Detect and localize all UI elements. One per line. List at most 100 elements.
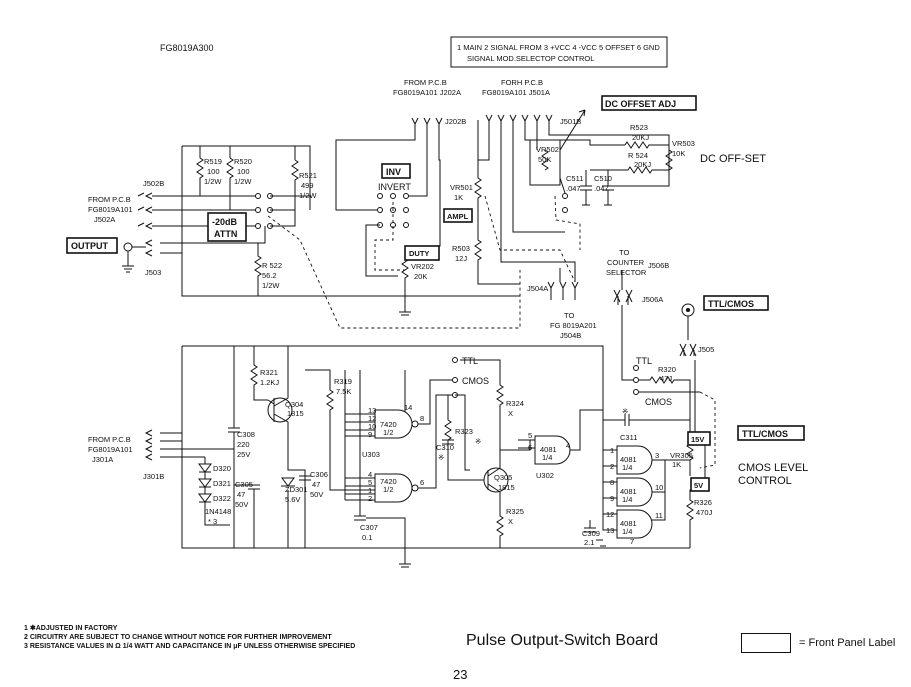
ic4081-b-label: 4081 — [620, 455, 637, 464]
vr305-label: VR305 — [670, 451, 693, 460]
r519-watt: 1/2W — [204, 177, 222, 186]
r324-value: X — [508, 409, 513, 418]
ttl-right-label: TTL — [636, 356, 652, 366]
r325-label: R325 — [506, 507, 524, 516]
connector-j506b: J506B — [648, 261, 669, 270]
ampl-label-text: AMPL — [447, 212, 469, 221]
r520-value: 100 — [237, 167, 250, 176]
zd301-label: ZD301 — [285, 485, 308, 494]
pin-5: 5 — [368, 478, 372, 487]
ampl-panel-label — [443, 208, 473, 223]
front-panel-legend-text: = Front Panel Label — [799, 637, 896, 649]
connector-legend-line1: 1 MAIN 2 SIGNAL FROM 3 +VCC 4 -VCC 5 OFF… — [457, 43, 660, 52]
r323-value: ※ — [475, 437, 481, 446]
ic7420-a-label: 7420 — [380, 420, 397, 429]
connector-legend-line2: SIGNAL MOD.SELECTOP CONTROL — [467, 54, 594, 63]
invert-switch-label: INVERT — [378, 182, 411, 192]
connector-from-pcb-b-2: FG8019A101 J202A — [393, 88, 461, 97]
vr503-label: VR503 — [672, 139, 695, 148]
connector-j202b: J202B — [445, 117, 466, 126]
pin-q-8: 8 — [610, 478, 614, 487]
attn-panel-label — [207, 212, 247, 242]
r319-label: R319 — [334, 377, 352, 386]
c511-value: .047 — [566, 184, 581, 193]
v5-panel-label — [690, 477, 710, 492]
c305-voltage: 50V — [235, 500, 248, 509]
pin-14: 14 — [404, 403, 412, 412]
r503-label: R503 — [452, 244, 470, 253]
c308-voltage: 25V — [237, 450, 250, 459]
attn-label-line2: ATTN — [214, 229, 237, 239]
duty-panel-label — [404, 245, 440, 261]
c305-label: C305 — [235, 480, 253, 489]
u302-label: U302 — [536, 471, 554, 480]
q304-label: Q304 — [285, 400, 303, 409]
ic4081-a-quarter: 1/4 — [542, 453, 552, 462]
lower-pulse-board — [144, 345, 716, 568]
ttl-cmos-top-panel-label — [703, 295, 769, 311]
c510-value: .047 — [594, 184, 609, 193]
c306-voltage: 50V — [310, 490, 323, 499]
r325-value: X — [508, 517, 513, 526]
connector-to-counter-2: COUNTER — [607, 258, 645, 267]
connector-to-counter-1: TO — [619, 248, 629, 257]
ic4081-d-quarter: 1/4 — [622, 527, 632, 536]
connector-from-pcb-c-1: FROM P.C.B — [88, 435, 131, 444]
connector-from-pcb-c-3: J301A — [92, 455, 113, 464]
diode-type-label: 1N4148 — [205, 507, 231, 516]
pin-q4-5: 5 — [528, 431, 532, 440]
r323-label: R323 — [455, 427, 473, 436]
connector-from-pcb-b-1: FROM P.C.B — [404, 78, 447, 87]
connector-forh-pcb-1: FORH P.C.B — [501, 78, 543, 87]
ttl-cmos-top-label-text: TTL/CMOS — [708, 299, 754, 309]
q304-value: 1815 — [287, 409, 304, 418]
pin-2: 2 — [368, 494, 372, 503]
pin-q-12: 12 — [606, 510, 614, 519]
vr501-value: 1K — [454, 193, 463, 202]
footnote-1: 1 ✱ADJUSTED IN FACTORY — [24, 625, 118, 632]
r521-watt: 1/2W — [299, 191, 317, 200]
r521-value: 499 — [301, 181, 314, 190]
r522-watt: 1/2W — [262, 281, 280, 290]
c308-value: 220 — [237, 440, 250, 449]
connector-to-counter-3: SELECTOR — [606, 268, 647, 277]
r326-value: 470J — [696, 508, 713, 517]
r503-value: 12J — [455, 254, 467, 263]
cmos-right-label: CMOS — [645, 397, 672, 407]
ic7420-b-half: 1/2 — [383, 485, 393, 494]
connector-to-504b-3: J504B — [560, 331, 581, 340]
v5-label-text: 5V — [694, 481, 703, 490]
output-label-text: OUTPUT — [71, 241, 109, 251]
vr305-value: 1K — [672, 460, 681, 469]
pin-q-2: 2 — [610, 462, 614, 471]
ic4081-b-quarter: 1/4 — [622, 463, 632, 472]
c306-label: C306 — [310, 470, 328, 479]
pin-6: 6 — [420, 478, 424, 487]
front-panel-legend: = Front Panel Label — [741, 632, 895, 654]
dc-offset-label: DC OFF-SET — [700, 153, 766, 165]
c311-star: ※ — [622, 407, 628, 416]
ic4081-d-label: 4081 — [620, 519, 637, 528]
d321-label: D321 — [213, 479, 231, 488]
zd301-value: 5.6V — [285, 495, 300, 504]
footnote-3: 3 RESISTANCE VALUES IN Ω 1/4 WATT AND CA… — [24, 643, 356, 650]
vr202-value: 20K — [414, 272, 427, 281]
page-number: 23 — [453, 667, 468, 682]
c309-value: 2.1 — [584, 538, 594, 547]
pin-q-10: 10 — [655, 483, 663, 492]
footnotes: 1 ✱ADJUSTED IN FACTORY 2 CIRCUITRY ARE S… — [24, 624, 444, 651]
board-title: Pulse Output-Switch Board — [466, 632, 659, 649]
c308-label: C308 — [237, 430, 255, 439]
c307-label: C307 — [360, 523, 378, 532]
c305-value: 47 — [237, 490, 245, 499]
connector-j503: J503 — [145, 268, 161, 277]
connector-legend-box — [450, 36, 668, 68]
c310-label: C310 — [436, 443, 454, 452]
r320-value: 47J — [660, 374, 672, 383]
connector-to-504b-1: TO — [564, 311, 574, 320]
ic7420-a-half: 1/2 — [383, 428, 393, 437]
r524-label: R 524 — [628, 151, 648, 160]
cmos-level-line2: CONTROL — [738, 475, 792, 487]
r522-label: R 522 — [262, 261, 282, 270]
ttl-cmos-right-label-text: TTL/CMOS — [742, 429, 788, 439]
